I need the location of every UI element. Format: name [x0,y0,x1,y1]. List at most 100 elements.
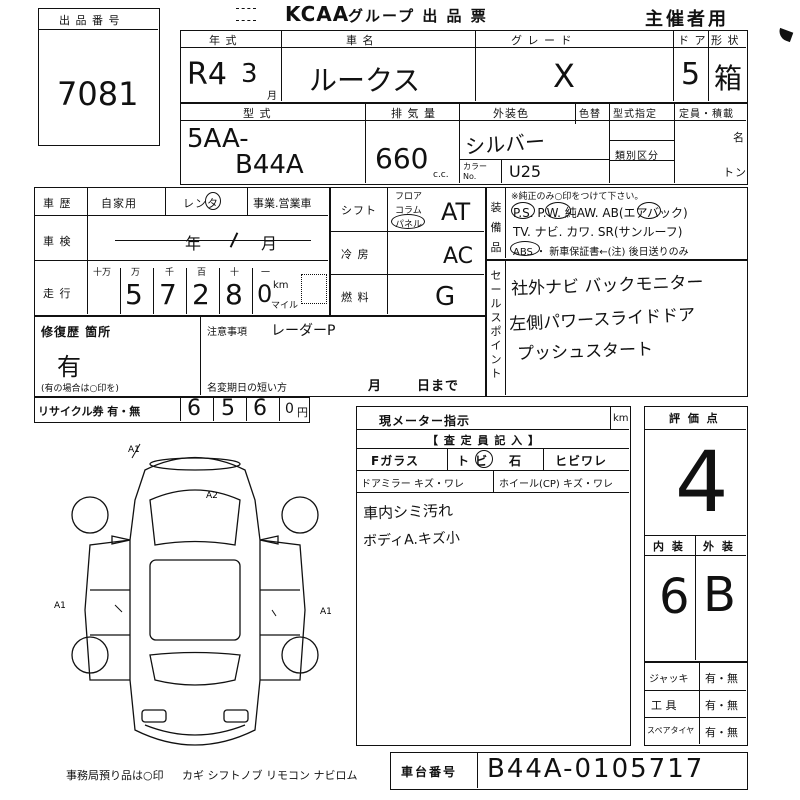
ac-value: AC [443,244,474,269]
shift-label: シフト [341,204,377,217]
hibiware-label[interactable]: ヒビワレ [555,454,608,468]
recycle-label: リサイクル券 有・無 [38,405,141,418]
grade-label: グ レ ー ド [511,34,573,47]
history-private[interactable]: 自家用 [101,197,137,210]
abs-circle-mark [510,241,540,256]
ishi-label[interactable]: 石 [509,454,524,468]
lot-number-box: 出 品 番 号 7081 [38,8,160,146]
header-dash-mark-2 [236,20,256,21]
vehicle-spec-table: 型 式 排 気 量 外装色 色替 型式指定 類別区分 定員・積載 名 トン 5A… [180,103,748,185]
mileage-unit-mile: マイル [271,301,299,311]
model-value-code: B44A [235,150,304,180]
equipment-note: ※純正のみ○印をつけて下さい。 [511,192,644,202]
shift-column[interactable]: コラム [395,206,422,216]
color-value: シルバー [464,129,546,159]
inspection-strike-line [115,240,311,241]
chassis-label: 車台番号 [401,765,458,779]
doors-value: 5 [681,57,701,92]
capacity-label: 定員・積載 [679,109,734,120]
lot-number-value: 7081 [57,75,139,113]
place-label-1: 一 [261,268,271,278]
diagram-wheel-fr [281,496,319,534]
equipment-line-2[interactable]: TV. ナビ. カワ. SR(サンルーフ) [513,225,683,239]
mileage-digit: 5 [125,278,143,311]
diagram-mark-left: A1 [54,601,66,611]
inspection-month-mark: 月 [261,234,279,253]
repair-note: (有の場合は○印を) [41,384,119,394]
year-label: 年 式 [209,34,238,47]
diagram-rear-bumper [144,724,246,736]
header-logo: KCAA [285,2,350,26]
sales-points-table: セールスポイント 社外ナビ バックモニター 左側パワースライドドア プッシュスタ… [486,260,748,397]
f-glass-label: Fガラス [371,454,419,468]
category-label: 類別区分 [615,151,659,162]
diagram-mark-a2: A2 [206,491,218,501]
tool-value[interactable]: 有・無 [705,699,738,712]
mileage-label: 走 行 [43,287,72,300]
diagram-wheel-rl [71,636,109,674]
type-spec-label: 型式指定 [613,109,657,120]
place-label-10: 十 [230,268,240,278]
sales-point-2: 左側パワースライドドア [508,305,696,335]
ac-label: 冷 房 [341,248,370,261]
tools-table: ジャッキ 有・無 工 具 有・無 スペアタイヤ 有・無 [644,662,748,746]
history-label: 車 歴 [43,197,72,210]
name-change-day: 日まで [417,379,460,394]
equipment-line-1[interactable]: P.S. P.W. 純AW. AB(エアバック) [513,206,688,220]
capacity-unit-tons: トン [723,166,747,179]
pw-circle-mark [545,202,571,219]
recycle-digit: 5 [221,396,235,421]
recycle-digit: 6 [187,396,201,421]
shape-label: 形 状 [711,34,740,47]
ps-circle-mark [511,202,535,219]
inspector-comment-2: ボディA.キズ小 [362,530,461,550]
footer-custody-note: 事務局預り品は○印 [66,769,164,782]
mileage-check-box[interactable] [301,274,327,304]
repair-value: 有 [57,353,81,381]
car-diagram: A1 A2 A1 A1 [54,443,332,746]
diagram-front-glass [149,489,241,546]
color-label: 外装色 [493,107,529,120]
repair-notes-table: 修復歴 箇所 有 (有の場合は○印を) 注意事項 レーダーP 名変期日の短い方 … [34,316,486,397]
displacement-label: 排 気 量 [391,107,436,120]
notes-label: 注意事項 [207,327,247,338]
exterior-score-value: B [703,567,736,623]
jack-value[interactable]: 有・無 [705,672,738,685]
notes-value: レーダーP [271,323,336,339]
usage-table: 車 歴 自家用 レンタ 事業.営業車 車 検 年 月 走 行 十万 万 千 百 … [34,187,330,316]
fuel-label: 燃 料 [341,291,370,304]
shift-floor[interactable]: フロア [395,192,423,202]
wheel-label[interactable]: ホイール(CP) キズ・ワレ [499,479,613,490]
door-mirror-label[interactable]: ドアミラー キズ・ワレ [361,479,464,490]
model-label: 型 式 [243,107,272,120]
mileage-digit: 8 [225,278,243,311]
inspector-comment-1: 車内シミ汚れ [362,501,454,523]
color-change-label: 色替 [579,109,601,120]
diagram-roof [149,559,241,641]
footer-custody-items: カギ シフトノブ リモコン ナビロム [182,769,358,782]
displacement-value: 660 [375,142,429,175]
spare-tire-value[interactable]: 有・無 [705,726,738,739]
place-label-10k: 万 [131,268,141,278]
inspection-label: 車 検 [43,235,72,248]
diagram-left-side [84,539,131,681]
inspector-header: 【 査 定 員 記 入 】 [427,434,540,447]
chassis-value: B44A-0105717 [487,754,705,784]
rental-circle-mark [205,192,221,210]
place-label-100k: 十万 [93,268,112,278]
punch-hole-mark [776,27,794,43]
place-label-100: 百 [197,268,207,278]
panel-circle-mark [391,214,425,229]
color-no-value: U25 [509,162,542,181]
grade-value: X [553,57,575,95]
name-label: 車 名 [346,34,375,47]
equipment-table: 装備品 ※純正のみ○印をつけて下さい。 P.S. P.W. 純AW. AB(エア… [486,187,748,260]
recycle-digit: 0 [285,401,294,417]
header-title: グループ 出 品 票 [348,7,488,25]
diagram-wheel-rr [281,636,319,674]
year-value: R4 [187,57,227,92]
mileage-digit: 2 [192,278,210,311]
capacity-unit-persons: 名 [733,131,745,144]
equipment-line-3[interactable]: ABS ・ 新車保証書←(注) 後日送りのみ [513,247,689,258]
history-business[interactable]: 事業.営業車 [253,197,312,210]
